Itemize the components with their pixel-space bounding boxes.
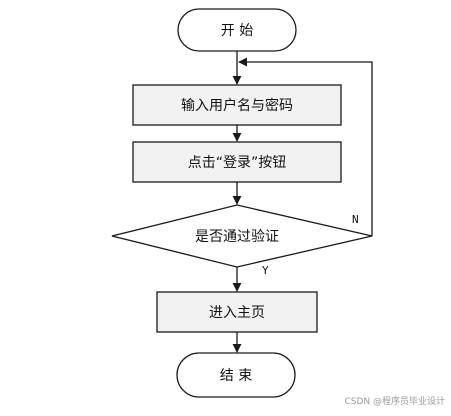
verify-decision-label: 是否通过验证 <box>195 229 279 245</box>
input-credentials-label: 输入用户名与密码 <box>181 97 293 114</box>
yes-label: Y <box>262 264 269 277</box>
start-label: 开 始 <box>221 23 253 39</box>
end-node: 结 束 <box>176 352 296 398</box>
enter-home-label: 进入主页 <box>209 305 265 321</box>
verify-decision-node: 是否通过验证 <box>111 204 373 268</box>
start-node: 开 始 <box>177 8 297 52</box>
click-login-node: 点击“登录”按钮 <box>132 141 342 183</box>
end-label: 结 束 <box>220 368 252 384</box>
click-login-label: 点击“登录”按钮 <box>188 155 287 171</box>
watermark-text: CSDN @程序员毕业设计 <box>344 395 445 407</box>
arrow-no-loop <box>238 57 373 236</box>
input-credentials-node: 输入用户名与密码 <box>132 84 342 126</box>
enter-home-node: 进入主页 <box>156 291 318 333</box>
no-label: N <box>352 213 359 226</box>
